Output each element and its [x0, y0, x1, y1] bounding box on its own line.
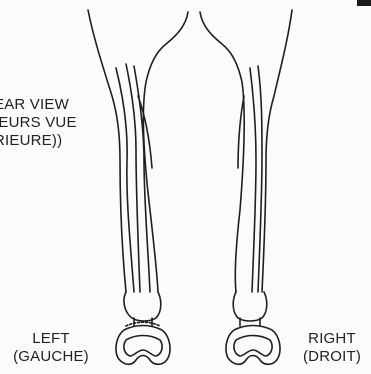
corner-mark — [357, 0, 371, 6]
left-caption-fr: (GAUCHE) — [6, 348, 96, 366]
view-caption-line-2: IEURS VUE — [0, 114, 114, 132]
left-caption: LEFT (GAUCHE) — [6, 330, 96, 366]
right-caption-fr: (DROIT) — [292, 348, 371, 366]
left-caption-en: LEFT — [6, 330, 96, 348]
left-leg-outline — [88, 10, 188, 364]
right-caption-en: RIGHT — [292, 330, 371, 348]
view-caption-line-3: RIEURE)) — [0, 132, 114, 150]
view-caption-line-1: EAR VIEW — [0, 96, 114, 114]
right-leg-outline — [200, 10, 292, 364]
view-caption: EAR VIEW IEURS VUE RIEURE)) — [0, 96, 114, 150]
right-caption: RIGHT (DROIT) — [292, 330, 371, 366]
